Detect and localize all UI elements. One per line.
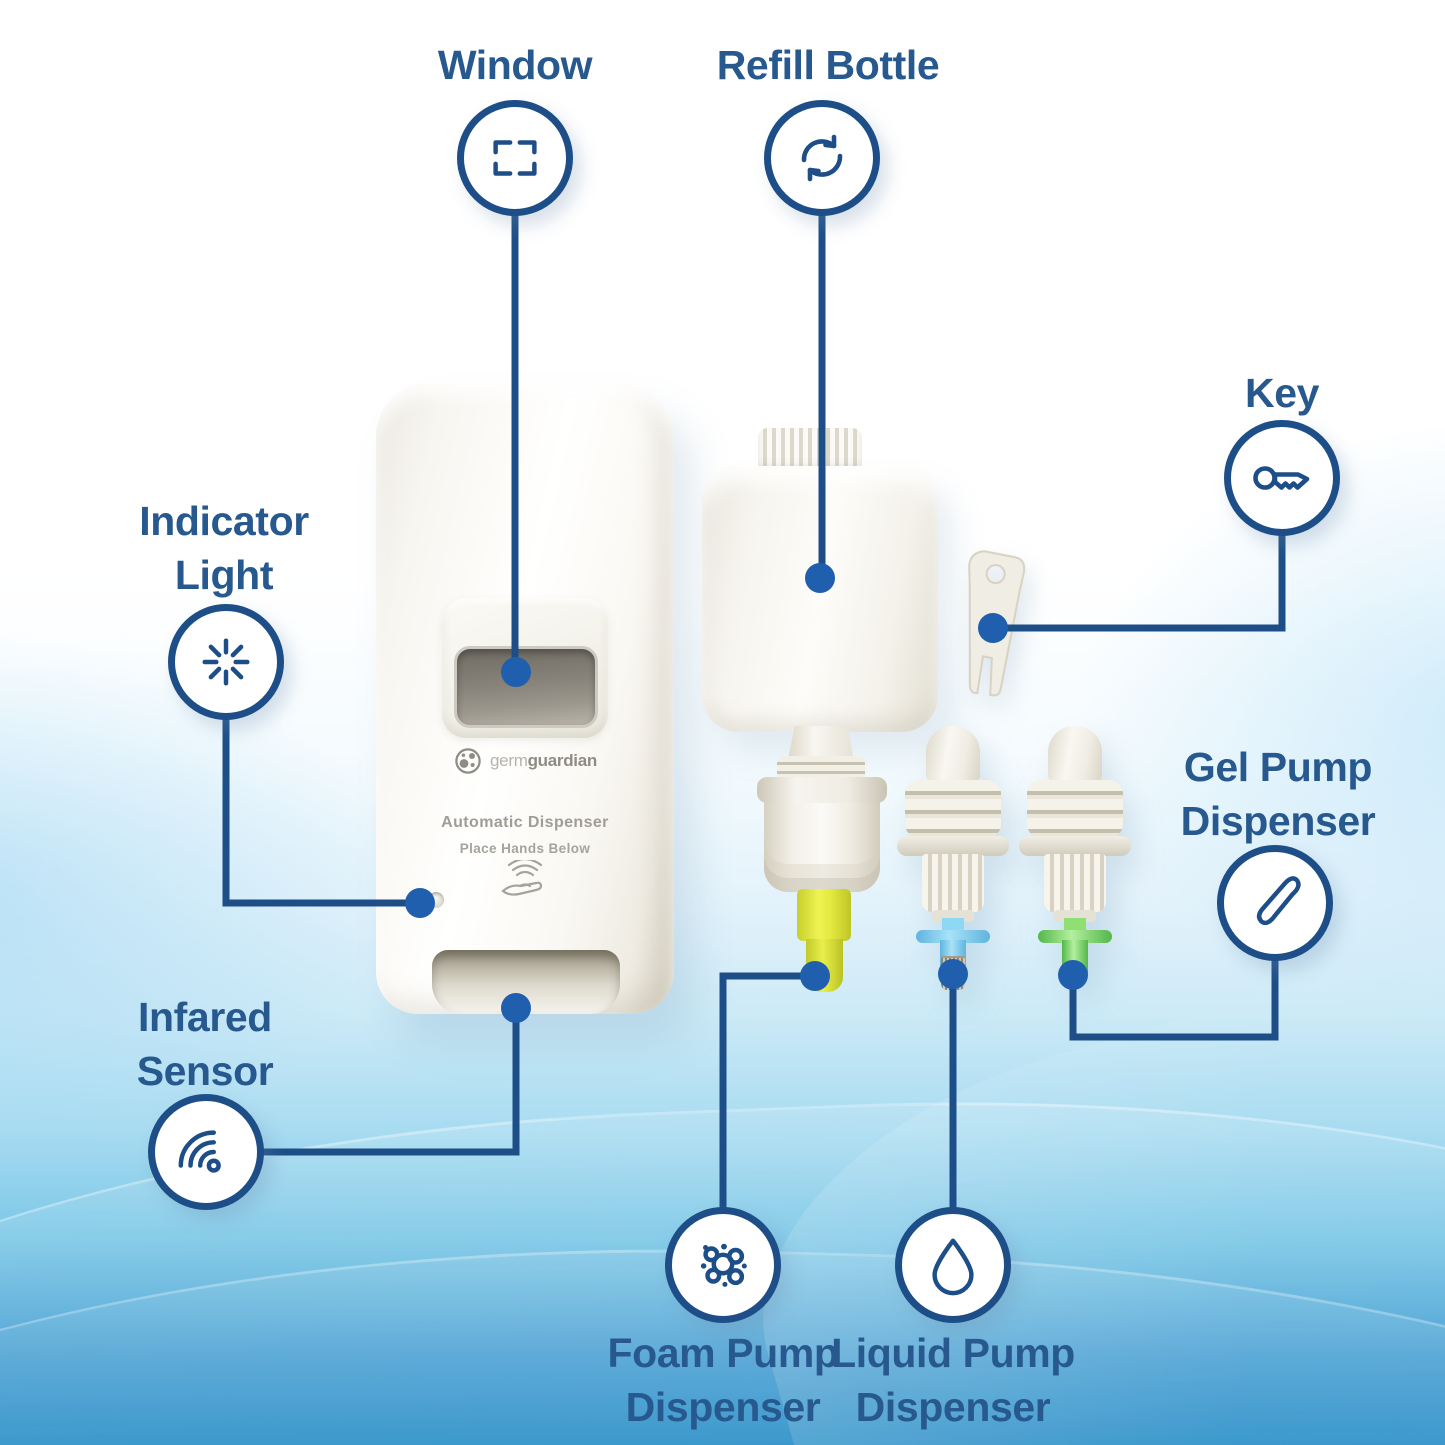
key-callout-circle [1224, 420, 1340, 536]
label-gel-pump: Gel Pump Dispenser [1180, 744, 1376, 844]
label-infared-sensor: Infared Sensor [136, 994, 274, 1094]
pump-dome [1048, 726, 1102, 784]
pump-tube-green [1062, 940, 1088, 984]
light-rays-icon [202, 638, 250, 686]
brand-logo: germguardian [376, 746, 674, 776]
pump-threaded-body [922, 854, 984, 912]
gel-callout-circle [1217, 845, 1333, 961]
hand-sensor-icon [501, 860, 543, 896]
label-key: Key [1244, 370, 1320, 416]
dispenser-window [454, 646, 598, 728]
gel-pump-part [1019, 726, 1131, 988]
dispenser-outlet-slot [432, 950, 620, 1014]
infared-callout-circle [148, 1094, 264, 1210]
pump-flange-disk [897, 836, 1009, 856]
pump-mesh-tip [941, 956, 965, 990]
refill-bottle-body [702, 466, 938, 732]
brand-suffix: guardian [527, 751, 598, 770]
indicator-callout-circle [168, 604, 284, 720]
brand-text: germguardian [490, 751, 597, 771]
pump-flange-disk [1019, 836, 1131, 856]
droplet-icon [932, 1238, 974, 1296]
refill-arrows-icon [801, 134, 843, 182]
pump-threaded-body [1044, 854, 1106, 912]
window-callout-circle [457, 100, 573, 216]
key-icon [1253, 466, 1310, 490]
germ-logo-icon [455, 748, 481, 774]
label-window: Window [437, 42, 593, 88]
foam-callout-circle [665, 1207, 781, 1323]
dispenser-window-bezel [442, 598, 608, 738]
dispenser-unit: germguardian Automatic Dispenser Place H… [376, 384, 674, 1014]
bubbles-icon [700, 1243, 747, 1287]
label-foam-pump: Foam Pump Dispenser [607, 1330, 839, 1430]
pump-rib-flanges [1027, 780, 1123, 838]
device-subtitle: Place Hands Below [459, 841, 591, 856]
label-refill-bottle: Refill Bottle [716, 42, 940, 88]
viewfinder-icon [493, 140, 537, 176]
key-part [968, 550, 1026, 697]
liquid-pump-part [897, 726, 1009, 990]
pump-rib-flanges [905, 780, 1001, 838]
brand-prefix: germ [490, 751, 528, 770]
indicator-led-hole [428, 892, 444, 908]
liquid-callout-circle [895, 1207, 1011, 1323]
pump-cross-flange-green [1038, 930, 1112, 943]
foam-pump-housing [757, 777, 887, 892]
pump-cross-flange-blue [916, 930, 990, 943]
foam-pump-yellow-tube [806, 939, 843, 992]
label-indicator-light: Indicator Light [139, 498, 309, 598]
refill-callout-circle [764, 100, 880, 216]
foam-pump-yellow-nozzle [797, 889, 851, 941]
sensor-waves-icon [178, 1130, 221, 1173]
gel-swoosh-icon [1256, 876, 1301, 926]
device-title: Automatic Dispenser [441, 814, 609, 831]
refill-bottle-neck [788, 726, 854, 760]
pump-dome [926, 726, 980, 784]
label-liquid-pump: Liquid Pump Dispenser [831, 1330, 1075, 1430]
